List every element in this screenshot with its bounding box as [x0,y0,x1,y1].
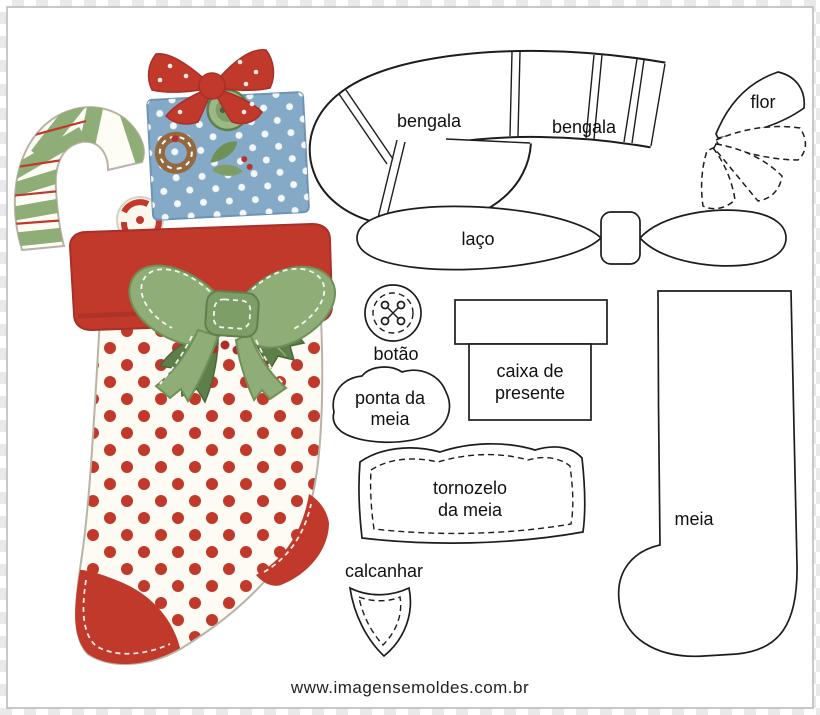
mold-flor: flor [700,71,807,210]
caixa-label-line2: presente [495,383,565,403]
pine-sprig [210,141,253,176]
mold-calcanhar: calcanhar [345,561,423,658]
ponta-label-line2: meia [370,409,410,429]
bow-tail-left [154,328,220,403]
mold-meia: meia [617,290,798,658]
gingerbread-wreath [154,131,197,174]
stocking-toe [75,570,180,665]
tornozelo-label-line1: tornozelo [433,478,507,498]
bow-tail-right [234,332,288,402]
botao-label: botão [373,344,418,364]
flor-label: flor [750,92,775,112]
laco-knot [600,211,641,265]
mold-ponta-meia: ponta da meia [332,366,451,444]
mold-caixa-presente: caixa de presente [454,299,608,421]
calcanhar-shape [348,586,412,658]
mold-laco: laço [356,205,787,271]
mold-tornozelo: tornozelo da meia [358,443,586,544]
tornozelo-shape [358,443,586,544]
caixa-box [468,343,592,421]
caixa-lid [454,299,608,345]
mold-bengala: bengala bengala [308,49,666,228]
stocking-heel [256,494,329,586]
mold-botao: botão [364,284,422,364]
flor-petal-dashed-2 [713,143,783,202]
tornozelo-label-line2: da meia [438,500,503,520]
ponta-shape [332,366,451,444]
laco-lobe-right [638,209,787,267]
laco-lobe-left [356,205,603,271]
meia-label: meia [674,509,714,529]
bengala-label-left: bengala [397,111,462,131]
bengala-stripe-marks [338,51,645,225]
bow-knot [204,290,260,338]
laco-label: laço [461,229,494,249]
bengala-label-right: bengala [552,117,617,137]
calcanhar-label: calcanhar [345,561,423,581]
red-bow-knot [198,72,226,100]
red-bow-white-dots [157,59,259,115]
meia-shape [617,290,798,658]
green-ribbon-bow [128,264,336,403]
stocking-illustration [13,49,336,665]
red-fabric-bow [147,49,275,125]
website-url: www.imagensemoldes.com.br [290,678,529,697]
caixa-label-line1: caixa de [496,361,563,381]
ponta-label-line1: ponta da [355,388,426,408]
flor-petal-dashed-3 [700,147,736,210]
